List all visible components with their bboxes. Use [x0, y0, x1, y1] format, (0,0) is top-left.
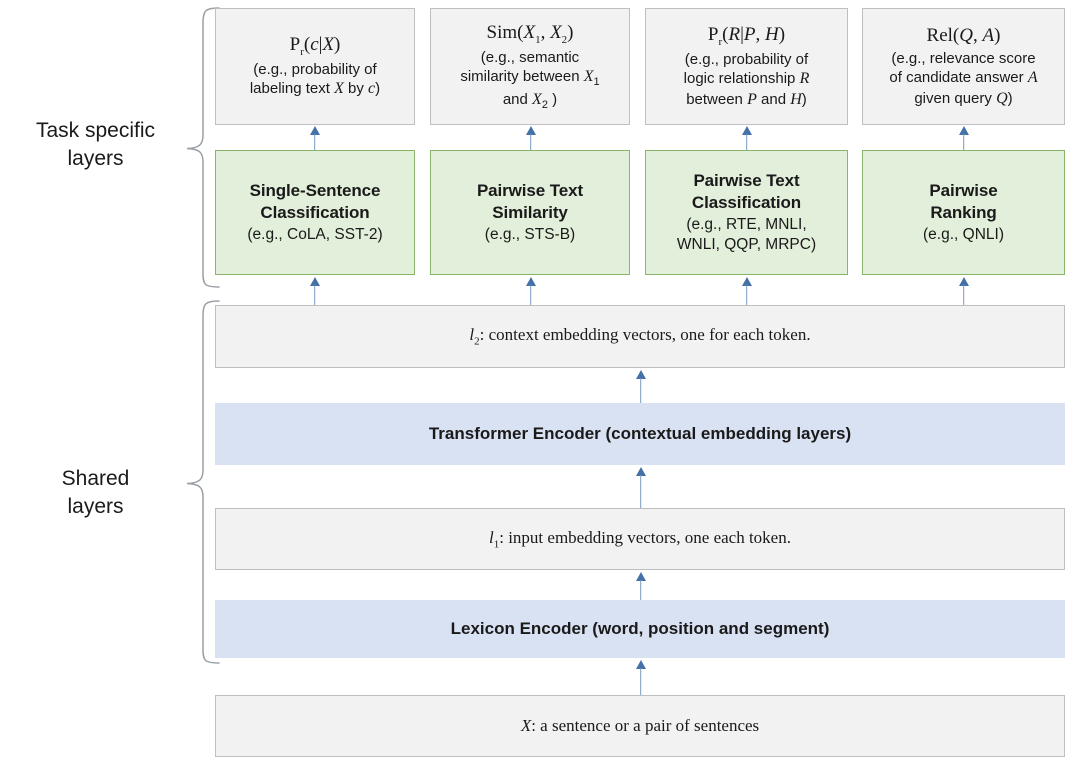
- arrow-task3-to-output3: [740, 126, 753, 150]
- arrow-lexicon-to-input-embedding: [634, 572, 647, 600]
- arrow-task4-to-output4: [957, 126, 970, 150]
- task-heading-3a: Pairwise Text: [693, 170, 800, 190]
- output-formula-2: Sim(X1, X2): [486, 22, 574, 47]
- shared-layer-input-sentence: X: a sentence or a pair of sentences: [215, 695, 1065, 757]
- shared-layer-label-input-sentence: X: a sentence or a pair of sentences: [520, 716, 760, 736]
- task-heading-2b: Similarity: [492, 202, 568, 222]
- task-box-pairwise-text-similarity: Pairwise Text Similarity (e.g., STS-B): [430, 150, 630, 275]
- label-task-specific-layers: Task specific layers: [8, 117, 183, 174]
- shared-layer-context-embedding: l2: context embedding vectors, one for e…: [215, 305, 1065, 368]
- output-formula-3: Pr(R|P, H): [707, 24, 786, 48]
- task-examples-1: (e.g., CoLA, SST-2): [247, 226, 383, 244]
- task-heading-4b: Ranking: [930, 202, 997, 222]
- shared-layer-input-embedding: l1: input embedding vectors, one each to…: [215, 508, 1065, 570]
- shared-layer-label-lexicon-encoder: Lexicon Encoder (word, position and segm…: [450, 619, 830, 639]
- label-task-specific-line2: layers: [67, 147, 124, 171]
- shared-layer-lexicon-encoder: Lexicon Encoder (word, position and segm…: [215, 600, 1065, 658]
- shared-layer-label-input-embedding: l1: input embedding vectors, one each to…: [489, 527, 791, 551]
- task-examples-2: (e.g., STS-B): [484, 226, 576, 244]
- arrow-input-to-lexicon: [634, 660, 647, 695]
- arrow-context-to-task1: [308, 277, 321, 305]
- label-shared-line2: layers: [67, 495, 124, 519]
- task-heading-1b: Classification: [260, 202, 370, 222]
- task-examples-4: (e.g., QNLI): [923, 226, 1004, 244]
- task-heading-4a: Pairwise: [929, 180, 998, 200]
- output-formula-1: Pr(c|X): [289, 34, 341, 59]
- brace-shared: [186, 300, 220, 664]
- task-box-pairwise-ranking: Pairwise Ranking (e.g., QNLI): [862, 150, 1065, 275]
- arrow-transformer-to-context: [634, 370, 647, 403]
- shared-layer-label-context-embedding: l2: context embedding vectors, one for e…: [469, 325, 811, 348]
- arrow-context-to-task2: [524, 277, 537, 305]
- task-examples-3b: WNLI, QQP, MRPC): [676, 236, 817, 254]
- task-box-single-sentence-classification: Single-Sentence Classification (e.g., Co…: [215, 150, 415, 275]
- arrow-task1-to-output1: [308, 126, 321, 150]
- label-shared-layers: Shared layers: [8, 465, 183, 522]
- arrow-task2-to-output2: [524, 126, 537, 150]
- brace-task-specific: [186, 7, 220, 288]
- arrow-context-to-task4: [957, 277, 970, 305]
- task-heading-2a: Pairwise Text: [476, 180, 584, 200]
- label-shared-line1: Shared: [61, 467, 130, 490]
- output-formula-4: Rel(Q, A): [926, 24, 1001, 46]
- task-box-pairwise-text-classification: Pairwise Text Classification (e.g., RTE,…: [645, 150, 848, 275]
- shared-layer-transformer-encoder: Transformer Encoder (contextual embeddin…: [215, 403, 1065, 465]
- task-heading-1a: Single-Sentence: [249, 180, 381, 200]
- shared-layer-label-transformer-encoder: Transformer Encoder (contextual embeddin…: [428, 424, 852, 444]
- task-examples-3a: (e.g., RTE, MNLI,: [686, 216, 807, 234]
- task-heading-3b: Classification: [691, 192, 802, 212]
- arrow-context-to-task3: [740, 277, 753, 305]
- label-task-specific-line1: Task specific: [35, 119, 156, 142]
- arrow-input-embedding-to-transformer: [634, 467, 647, 508]
